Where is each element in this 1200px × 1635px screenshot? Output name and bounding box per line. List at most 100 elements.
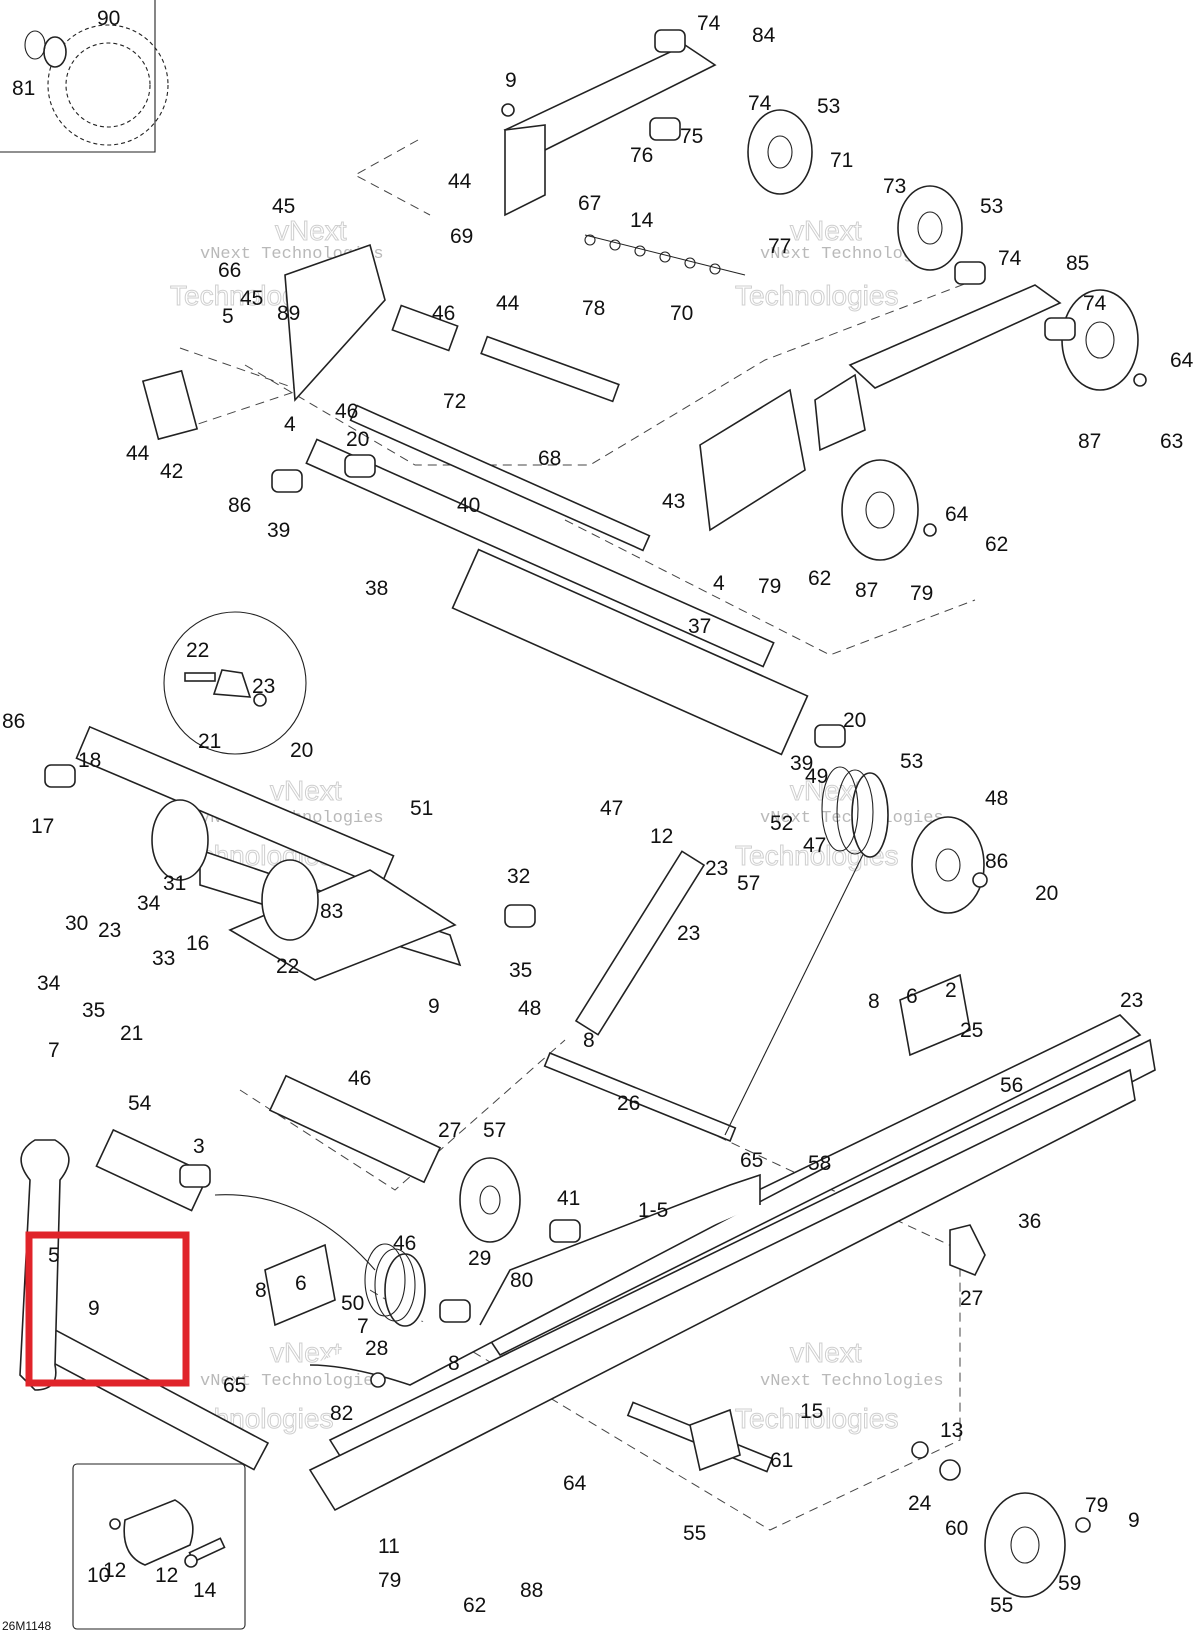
callout-label: 37: [688, 615, 711, 638]
callout-label: 52: [770, 812, 793, 835]
callout-label: 68: [538, 447, 561, 470]
callout-label: 39: [790, 752, 813, 775]
callout-label: 11: [378, 1535, 400, 1558]
callout-label: 41: [557, 1187, 580, 1210]
callout-label: 55: [683, 1522, 706, 1545]
callout-label: 64: [945, 503, 969, 526]
callout-label: 44: [448, 170, 472, 193]
callout-label: 81: [12, 77, 35, 100]
callout-label: 56: [1000, 1074, 1023, 1097]
callout-label: 76: [630, 144, 653, 167]
callout-label: 43: [662, 490, 685, 513]
callout-label: 5: [48, 1244, 60, 1267]
callout-label: 4: [284, 413, 296, 436]
callout-label: 53: [900, 750, 923, 773]
callout-label: 50: [341, 1292, 364, 1315]
callout-label: 1-5: [638, 1199, 668, 1222]
watermark-text: vNext Technologies: [200, 1372, 384, 1391]
callout-label: 12: [155, 1564, 178, 1587]
callout-label: 3: [193, 1135, 205, 1158]
callout-label: 15: [800, 1400, 823, 1423]
callout-labels: 90 81 74 84 9 74 53 75 76 44 67 14 71 73…: [2, 7, 1194, 1617]
watermark-text: Technologies: [735, 280, 898, 311]
shafts-and-tubes: [40, 404, 881, 1473]
callout-label: 2: [945, 979, 957, 1002]
callout-label: 12: [650, 825, 673, 848]
callout-label: 86: [985, 850, 1008, 873]
callout-label: 9: [428, 995, 440, 1018]
callout-label: 51: [410, 797, 433, 820]
callout-label: 17: [31, 815, 54, 838]
callout-label: 64: [1170, 349, 1194, 372]
callout-label: 90: [97, 7, 120, 30]
watermark-text: vNext Technologies: [760, 1372, 944, 1391]
callout-label: 33: [152, 947, 175, 970]
callout-label: 12: [103, 1559, 126, 1582]
callout-label: 72: [443, 390, 466, 413]
callout-label: 85: [1066, 252, 1089, 275]
callout-label: 74: [998, 247, 1022, 270]
callout-label: 23: [677, 922, 700, 945]
callout-label: 53: [817, 95, 840, 118]
callout-label: 22: [186, 639, 209, 662]
springs: [214, 766, 889, 1327]
callout-label: 20: [1035, 882, 1058, 905]
callout-label: 71: [830, 149, 853, 172]
callout-label: 53: [980, 195, 1003, 218]
callout-label: 48: [985, 787, 1008, 810]
diagram-code: 26M1148: [2, 1619, 51, 1633]
callout-label: 62: [463, 1594, 486, 1617]
callout-label: 23: [98, 919, 121, 942]
callout-label: 79: [758, 575, 781, 598]
callout-label: 29: [468, 1247, 491, 1270]
callout-label: 60: [945, 1517, 968, 1540]
callout-label: 45: [240, 287, 263, 310]
callout-label: 82: [330, 1402, 353, 1425]
callout-label: 74: [748, 92, 772, 115]
callout-label: 46: [335, 400, 358, 423]
callout-label: 73: [883, 175, 906, 198]
callout-label: 32: [507, 865, 530, 888]
callout-label: 35: [82, 999, 105, 1022]
watermark-text: vNext Technologies: [760, 245, 944, 264]
callout-label: 47: [600, 797, 623, 820]
callout-label: 23: [705, 857, 728, 880]
callout-label: 67: [578, 192, 601, 215]
callout-label: 23: [252, 675, 275, 698]
callout-label: 34: [137, 892, 161, 915]
callout-label: 39: [267, 519, 290, 542]
front-arm-assembly: [19, 799, 462, 1391]
callout-label: 20: [346, 428, 369, 451]
watermark-group: vNext Technologies vNext Technologies vN…: [170, 215, 944, 1435]
callout-label: 44: [496, 292, 520, 315]
callout-label: 74: [1083, 292, 1107, 315]
callout-label: 79: [1085, 1494, 1108, 1517]
callout-label: 69: [450, 225, 473, 248]
callout-label: 54: [128, 1092, 152, 1115]
callout-label: 34: [37, 972, 61, 995]
callout-label: 26: [617, 1092, 640, 1115]
callout-label: 25: [960, 1019, 983, 1042]
callout-label: 65: [223, 1374, 246, 1397]
callout-label: 18: [78, 749, 101, 772]
highlight-box: [25, 1231, 190, 1387]
callout-label: 27: [438, 1119, 461, 1142]
callout-label: 74: [697, 12, 721, 35]
callout-label: 55: [990, 1594, 1013, 1617]
callout-label: 57: [737, 872, 760, 895]
callout-label: 45: [272, 195, 295, 218]
watermark-text: vNext: [790, 215, 862, 246]
callout-label: 27: [960, 1287, 983, 1310]
callout-label: 46: [393, 1232, 416, 1255]
callout-label: 63: [1160, 430, 1183, 453]
inset-box-bottom-left: [72, 1463, 246, 1630]
callout-label: 8: [583, 1029, 595, 1052]
callout-label: 59: [1058, 1572, 1081, 1595]
callout-label: 66: [218, 259, 241, 282]
callout-label: 13: [940, 1419, 963, 1442]
callout-label: 86: [228, 494, 251, 517]
callout-label: 8: [868, 990, 880, 1013]
slide-rails: [264, 973, 1156, 1512]
callout-label: 14: [630, 209, 654, 232]
callout-label: 87: [1078, 430, 1101, 453]
